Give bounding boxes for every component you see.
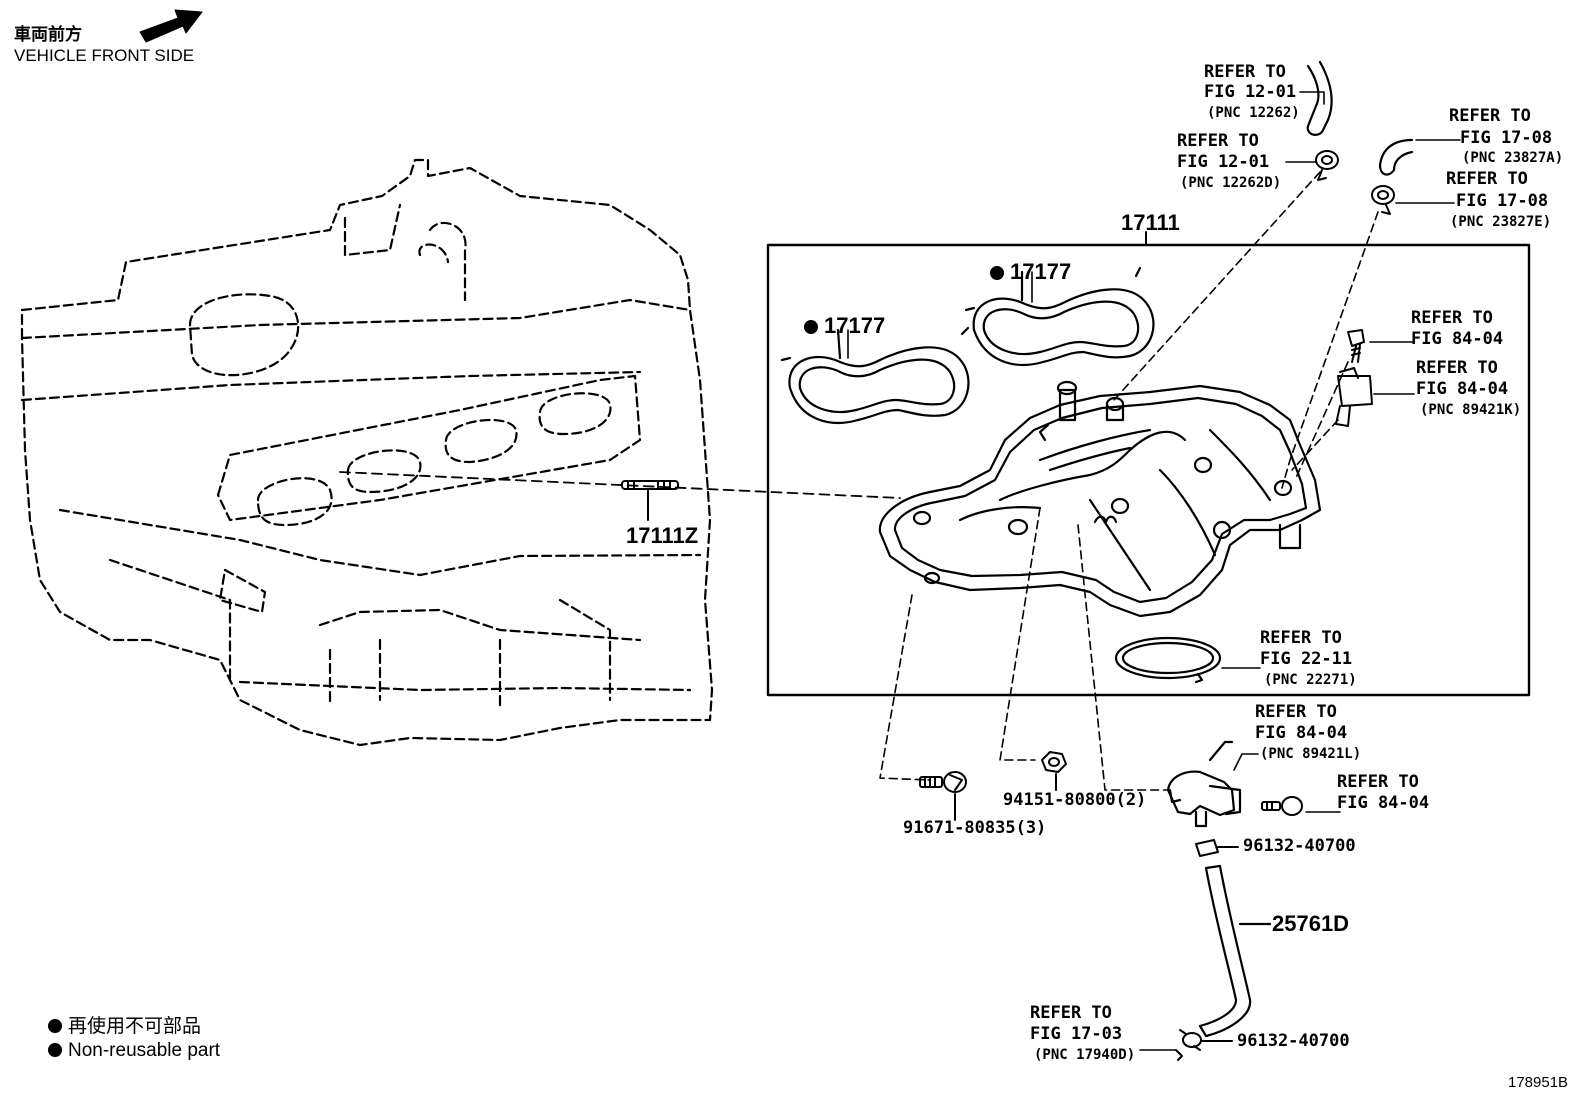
ref-17-08-a-line2: FIG 17-08 <box>1460 128 1553 148</box>
bolt-91671 <box>919 771 967 821</box>
alignment-leader <box>339 471 901 499</box>
part-clip-96132-lower: 96132-40700 <box>1237 1031 1350 1051</box>
bolt-upper-right <box>1347 329 1365 363</box>
part-bolt-91671: 91671-80835(3) <box>903 818 1047 838</box>
ref-84-04-c-line2: FIG 84-04 <box>1255 723 1348 743</box>
sensor-89421l <box>1166 740 1242 828</box>
hose-upper-left <box>1306 60 1333 136</box>
group-label-17111: 17111 <box>1121 210 1180 235</box>
ref-22-11-pnc: (PNC 22271) <box>1264 672 1357 688</box>
hose-clip-lower <box>1175 1029 1233 1061</box>
ref-17-08-b-pnc: (PNC 23827E) <box>1450 214 1552 230</box>
vehicle-front-arrow-icon <box>139 9 203 43</box>
intake-manifold-box <box>766 243 1531 697</box>
dashed-leaders <box>879 171 1379 791</box>
legend-jp-text: 再使用不可部品 <box>68 1016 202 1037</box>
hose-clamp-upper-b <box>1371 185 1395 215</box>
ref-12-01-b-line2: FIG 12-01 <box>1177 152 1270 172</box>
ref-17-08-a-line1: REFER TO <box>1449 106 1531 126</box>
nut-94151 <box>1041 751 1067 791</box>
ref-12-01-b-pnc: (PNC 12262D) <box>1180 175 1282 191</box>
hose-upper-right <box>1378 138 1414 176</box>
engine-block-outline <box>20 158 714 747</box>
part-hose-25761d: 25761D <box>1272 911 1350 936</box>
ref-84-04-d-line1: REFER TO <box>1337 772 1419 792</box>
ref-17-03-pnc: (PNC 17940D) <box>1034 1047 1136 1063</box>
hose-25761d <box>1198 864 1272 1038</box>
ref-17-08-a-pnc: (PNC 23827A) <box>1462 150 1564 166</box>
part-stud-17111z: 17111Z <box>626 523 699 548</box>
vehicle-front-en: VEHICLE FRONT SIDE <box>14 46 195 65</box>
gasket-17177-a <box>780 326 970 424</box>
figure-id: 178951B <box>1508 1074 1569 1091</box>
ref-22-11-line1: REFER TO <box>1260 628 1342 648</box>
part-gasket-17177-a: 17177 <box>804 315 885 337</box>
legend-jp: 再使用不可部品 <box>48 1017 201 1036</box>
intake-manifold-body <box>878 380 1322 618</box>
head-intake-flange <box>216 374 642 527</box>
legend-en: Non-reusable part <box>48 1041 220 1060</box>
ref-12-01-b-line1: REFER TO <box>1177 131 1259 151</box>
ref-12-01-a-pnc: (PNC 12262) <box>1207 105 1300 121</box>
part-nut-94151: 94151-80800(2) <box>1003 790 1147 810</box>
legend-en-text: Non-reusable part <box>68 1040 221 1061</box>
ref-84-04-b-pnc: (PNC 89421K) <box>1420 402 1522 418</box>
ref-84-04-a-line1: REFER TO <box>1411 308 1493 328</box>
bolt-lower-right <box>1261 796 1303 816</box>
ref-17-03-line1: REFER TO <box>1030 1003 1112 1023</box>
non-reusable-mark-icon <box>48 1019 62 1033</box>
non-reusable-mark-icon <box>48 1043 62 1057</box>
hose-clamp-upper-a <box>1315 150 1339 181</box>
ref-84-04-c-line1: REFER TO <box>1255 702 1337 722</box>
vehicle-front-jp: 車両前方 <box>14 25 82 44</box>
sensor-89421k <box>1335 367 1373 427</box>
ref-12-01-a-line1: REFER TO <box>1204 62 1286 82</box>
ref-17-08-b-line2: FIG 17-08 <box>1456 191 1549 211</box>
ref-84-04-b-line1: REFER TO <box>1416 358 1498 378</box>
non-reusable-mark-icon <box>804 320 818 334</box>
ref-84-04-c-pnc: (PNC 89421L) <box>1260 746 1362 762</box>
gasket-17177-b <box>964 266 1155 366</box>
ref-17-08-b-line1: REFER TO <box>1446 169 1528 189</box>
ref-84-04-b-line2: FIG 84-04 <box>1416 379 1509 399</box>
ref-84-04-a-line2: FIG 84-04 <box>1411 329 1504 349</box>
part-number: 17177 <box>1010 259 1072 284</box>
ref-17-03-line2: FIG 17-03 <box>1030 1024 1123 1044</box>
ref-12-01-a-line2: FIG 12-01 <box>1204 82 1297 102</box>
part-number: 17177 <box>824 313 886 338</box>
part-gasket-17177-b: 17177 <box>990 261 1071 283</box>
hose-clip-upper <box>1195 839 1239 857</box>
callout-leaders <box>847 91 1461 1051</box>
o-ring <box>1114 636 1222 684</box>
part-clip-96132-upper: 96132-40700 <box>1243 836 1356 856</box>
ref-22-11-line2: FIG 22-11 <box>1260 649 1353 669</box>
ref-84-04-d-line2: FIG 84-04 <box>1337 793 1430 813</box>
non-reusable-mark-icon <box>990 266 1004 280</box>
